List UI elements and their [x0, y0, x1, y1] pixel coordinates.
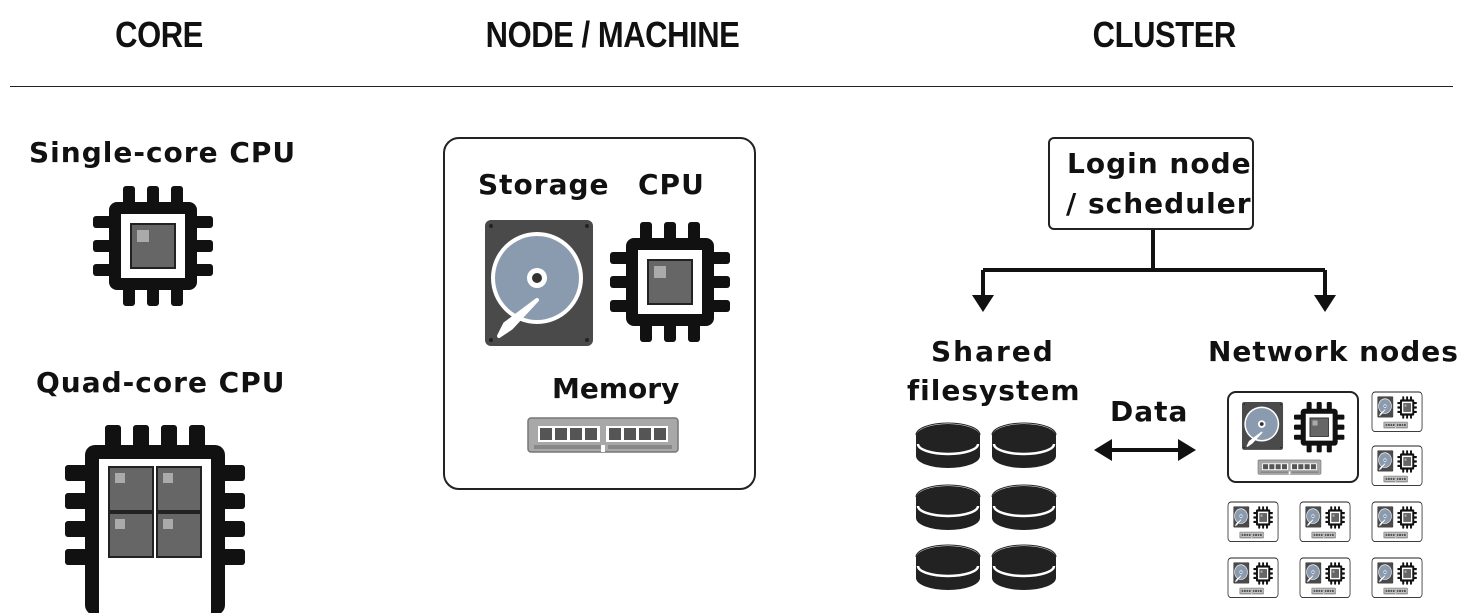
network-node-icon: [1300, 502, 1350, 542]
single-core-chip-icon: [92, 185, 214, 307]
header-divider: [10, 86, 1453, 87]
memory-label: Memory: [552, 372, 680, 405]
storage-label: Storage: [478, 168, 610, 201]
single-core-label: Single-core CPU: [29, 136, 297, 169]
network-node-icon: [1372, 558, 1422, 598]
arrow-to-network-icon: [1314, 295, 1336, 312]
quad-core-label: Quad-core CPU: [36, 366, 286, 399]
network-node-icon: [1228, 502, 1278, 542]
network-node-icon: [1300, 558, 1350, 598]
storage-disk-icon: [990, 421, 1058, 470]
login-node-box: [1048, 137, 1254, 230]
scheduler-label: / scheduler: [1066, 187, 1252, 220]
network-node-icon: [1372, 446, 1422, 486]
network-node-icon: [1372, 502, 1422, 542]
heading-core: CORE: [115, 14, 203, 55]
network-node-icon: [1372, 392, 1422, 432]
network-node-icon: [1228, 558, 1278, 598]
storage-disk-icon: [914, 483, 982, 532]
storage-disk-icon: [990, 483, 1058, 532]
storage-disk-icon: [990, 543, 1058, 592]
storage-disk-icon: [914, 421, 982, 470]
memory-stick-icon: [527, 417, 679, 453]
network-nodes-label: Network nodes: [1208, 335, 1459, 368]
network-node-large-icon: [1228, 392, 1358, 482]
filesystem-label: filesystem: [907, 374, 1081, 407]
cpu-label: CPU: [638, 168, 705, 201]
quad-core-chip-icon: [65, 425, 245, 613]
storage-disk-icon: [914, 543, 982, 592]
login-node-label: Login node: [1067, 147, 1252, 180]
shared-label: Shared: [931, 335, 1055, 368]
heading-node-machine: NODE / MACHINE: [485, 14, 740, 55]
arrow-to-filesystem-icon: [972, 295, 994, 312]
scheduler-connector: [981, 230, 1327, 296]
hard-drive-icon: [483, 218, 595, 348]
data-transfer-arrow-icon: [1094, 439, 1196, 461]
data-label: Data: [1110, 395, 1189, 428]
node-cpu-chip-icon: [609, 221, 731, 343]
heading-cluster: CLUSTER: [1092, 14, 1237, 55]
